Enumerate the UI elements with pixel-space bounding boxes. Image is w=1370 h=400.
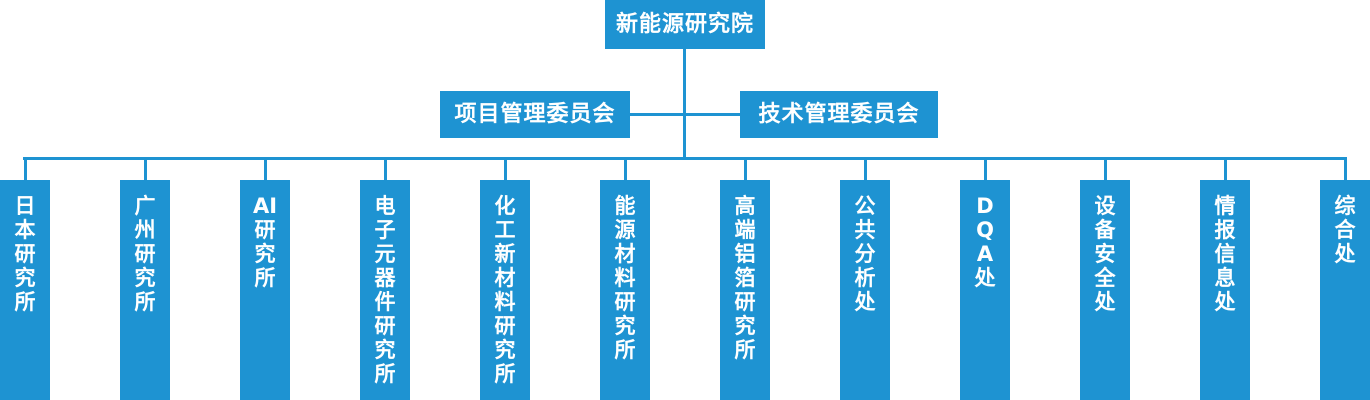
department-label-char: 共 <box>854 218 876 242</box>
department-label-char: 化 <box>494 194 516 218</box>
department-label-char: 处 <box>1334 242 1356 266</box>
department-box: 高端铝箔研究所 <box>720 180 770 400</box>
department-label-char: 材 <box>614 242 636 266</box>
department-label-char: 材 <box>494 266 516 290</box>
department-label-char: 究 <box>614 314 636 338</box>
department-label-char: 究 <box>374 338 396 362</box>
department-label-char: 研 <box>134 242 156 266</box>
connector-drop-vertical <box>23 160 27 180</box>
department-box: 化工新材料研究所 <box>480 180 530 400</box>
connector-drop-vertical <box>623 160 627 180</box>
department-label-char: 所 <box>134 290 156 314</box>
department-label-char: 信 <box>1214 242 1236 266</box>
department-label-char: 合 <box>1334 218 1356 242</box>
department-label-char: 分 <box>854 242 876 266</box>
department-label-char: 究 <box>734 314 756 338</box>
department-box: 日本研究所 <box>0 180 50 400</box>
connector-drop-vertical <box>743 160 747 180</box>
department-label-char: 综 <box>1334 194 1356 218</box>
department-label-char: 所 <box>494 362 516 386</box>
department-label-char: 元 <box>374 242 396 266</box>
connector-root-vertical <box>683 49 686 158</box>
connector-drop-vertical <box>143 160 147 180</box>
department-box: 公共分析处 <box>840 180 890 400</box>
department-box: 广州研究所 <box>120 180 170 400</box>
department-label-char: 日 <box>14 194 36 218</box>
connector-drop-vertical <box>263 160 267 180</box>
department-label-char: 究 <box>14 266 36 290</box>
department-label-char: 料 <box>614 266 636 290</box>
department-label-char: 安 <box>1094 242 1116 266</box>
department-label-char: 所 <box>734 338 756 362</box>
department-label-char: AI <box>252 194 278 218</box>
department-label-char: 工 <box>494 218 516 242</box>
department-label-char: 究 <box>134 266 156 290</box>
department-label-char: 研 <box>14 242 36 266</box>
department-box: 能源材料研究所 <box>600 180 650 400</box>
department-label-char: 析 <box>854 266 876 290</box>
department-label-char: 器 <box>374 266 396 290</box>
department-label-char: 研 <box>374 314 396 338</box>
department-label-char: 备 <box>1094 218 1116 242</box>
department-label-char: 箔 <box>734 266 756 290</box>
department-label-char: 研 <box>254 218 276 242</box>
connector-drop-vertical <box>1103 160 1107 180</box>
department-label-char: 处 <box>1094 290 1116 314</box>
department-label-char: Q <box>976 218 994 242</box>
department-label-char: 铝 <box>734 242 756 266</box>
department-box: 设备安全处 <box>1080 180 1130 400</box>
department-label-char: 所 <box>614 338 636 362</box>
connector-drop-vertical <box>983 160 987 180</box>
department-box: 电子元器件研究所 <box>360 180 410 400</box>
department-label-char: D <box>976 194 994 218</box>
department-label-char: 处 <box>854 290 876 314</box>
department-label-char: 电 <box>374 194 396 218</box>
connector-drop-vertical <box>383 160 387 180</box>
department-label-char: 息 <box>1214 266 1236 290</box>
committee-node-project-management: 项目管理委员会 <box>440 91 630 138</box>
department-label-char: 子 <box>374 218 396 242</box>
department-label-char: 所 <box>374 362 396 386</box>
department-label-char: 研 <box>494 314 516 338</box>
department-label-char: A <box>976 242 994 266</box>
department-label-char: 能 <box>614 194 636 218</box>
department-label-char: 州 <box>134 218 156 242</box>
department-label-char: 料 <box>494 290 516 314</box>
committee-node-technology-management: 技术管理委员会 <box>740 91 938 138</box>
connector-drop-vertical <box>863 160 867 180</box>
department-box: 综合处 <box>1320 180 1370 400</box>
connector-drop-vertical <box>1223 160 1227 180</box>
connector-drop-vertical <box>1343 160 1347 180</box>
department-label-char: 广 <box>134 194 156 218</box>
department-label-char: 件 <box>374 290 396 314</box>
department-label-char: 研 <box>734 290 756 314</box>
connector-committees-horizontal <box>630 113 740 116</box>
department-label-char: 所 <box>14 290 36 314</box>
department-label-char: 设 <box>1094 194 1116 218</box>
department-label-char: 全 <box>1094 266 1116 290</box>
department-label-char: 情 <box>1214 194 1236 218</box>
department-label-char: 所 <box>254 266 276 290</box>
department-label-char: 究 <box>254 242 276 266</box>
department-label-char: 公 <box>854 194 876 218</box>
department-label-char: 端 <box>734 218 756 242</box>
department-label-char: 新 <box>494 242 516 266</box>
department-label-char: 处 <box>974 266 996 290</box>
department-label-char: 高 <box>734 194 756 218</box>
department-label-char: 究 <box>494 338 516 362</box>
department-label-char: 源 <box>614 218 636 242</box>
department-label-char: 处 <box>1214 290 1236 314</box>
root-node: 新能源研究院 <box>605 0 765 49</box>
department-box: 情报信息处 <box>1200 180 1250 400</box>
department-label-char: 研 <box>614 290 636 314</box>
department-label-char: 报 <box>1214 218 1236 242</box>
connector-drop-vertical <box>503 160 507 180</box>
department-label-char: 本 <box>14 218 36 242</box>
connector-bus-horizontal <box>23 157 1347 160</box>
